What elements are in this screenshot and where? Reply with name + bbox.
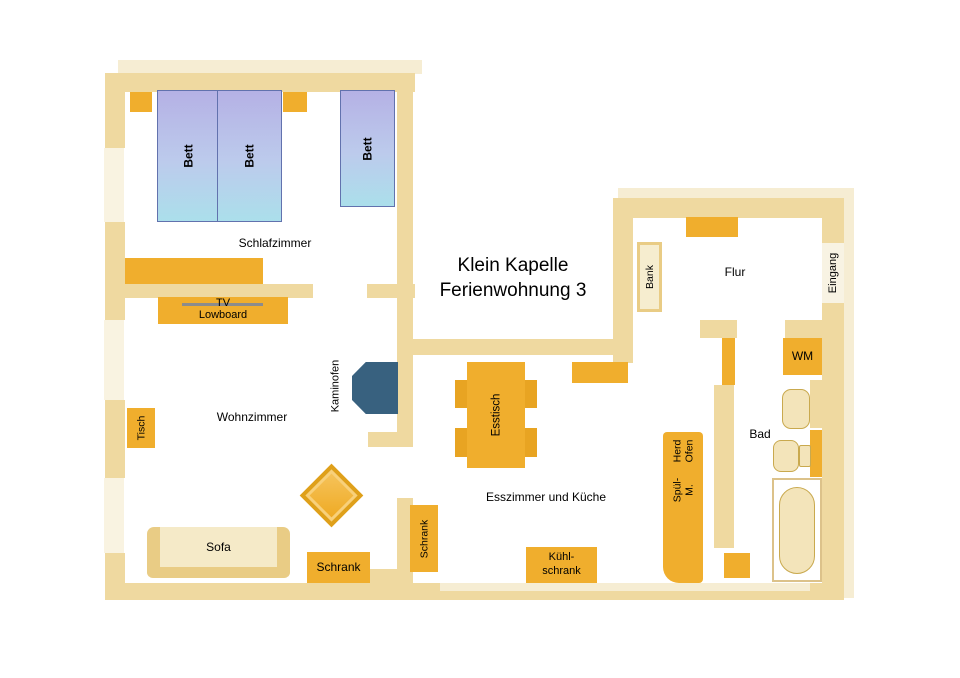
sofa-label: Sofa [206,540,231,554]
bathtub-enclosure [772,478,822,582]
nightstand-2 [283,92,307,112]
wall-right-above-entrance [822,198,844,243]
oven-label: Ofen [682,439,695,463]
wood-stove [352,362,398,414]
sink-base [799,445,811,467]
wall-outer-strip-top [118,60,422,74]
toilet-backwall [810,380,822,428]
wall-divider-bedroom [105,284,313,298]
bench: Bank [637,242,662,312]
sink [773,440,799,472]
fridge: Kühl- schrank [526,547,597,583]
bed-2-label: Bett [242,144,257,168]
bench-label: Bank [643,265,656,289]
wall-kitchen-top [398,339,633,355]
room-label-schlafzimmer: Schlafzimmer [238,236,312,250]
bed-3-label: Bett [360,136,375,161]
wood-stove-label: Kaminofen [329,359,341,413]
window-left-2 [104,320,124,400]
dining-table: Esstisch [467,362,525,468]
wall-outer-strip-right [844,192,854,598]
room-label-esszimmer: Esszimmer und Küche [485,490,607,504]
armchair [299,463,364,528]
bed-3: Bett [340,90,395,207]
fridge-label-line2: schrank [542,565,581,577]
bed-2: Bett [217,90,282,222]
doormat-flur [686,217,738,237]
wall-flur-top [613,198,842,218]
room-label-flur: Flur [724,265,746,279]
side-table: Tisch [127,408,155,448]
cabinet-livingroom: Schrank [307,552,370,583]
door-leaf-bad-bottom [724,553,750,578]
room-label-bad: Bad [749,427,771,441]
cabinet-kitchen-label: Schrank [418,519,430,558]
wall-right-below-entrance [822,303,844,583]
fridge-label-line1: Kühl- [548,551,575,563]
wall-flur-left [613,198,633,363]
tv-label: TV [215,297,231,309]
plan-title: Klein Kapelle Ferienwohnung 3 [403,253,623,303]
wall-doorframe-lower [368,569,397,584]
room-label-wohnzimmer: Wohnzimmer [216,410,288,424]
sink-counter [810,430,822,477]
plan-title-line2: Ferienwohnung 3 [439,280,587,301]
kitchen-counter: Herd Ofen Spül- M. [663,432,703,583]
stove-label: Herd [670,439,683,463]
dishwasher-label-wrap: Spül- M. [663,470,703,510]
wall-flur-bottom-right [785,320,822,338]
toilet [782,389,810,429]
bed-1: Bett [157,90,220,222]
wall-top [105,73,415,92]
nightstand-1 [130,92,152,112]
chair-3 [524,380,537,408]
bed-1-label: Bett [181,144,196,168]
window-strip-bottom-kitchen [440,583,810,591]
chair-4 [524,428,537,457]
stove-oven-label: Herd Ofen [671,440,695,463]
tv-lowboard: TV Lowboard [158,297,288,324]
side-table-label: Tisch [134,415,147,441]
door-leaf-bad [722,338,735,385]
wall-doorframe-upper [368,432,397,447]
dining-table-label: Esstisch [489,393,502,437]
wall-right-lower [397,498,413,583]
wall-bad-left [714,385,734,548]
dishwasher-label-line1: Spül- [670,477,683,503]
wood-stove-label-wrap: Kaminofen [326,348,344,424]
bathtub [779,487,815,574]
window-left-3 [104,478,124,553]
wall-right-upper [397,92,413,447]
dishwasher-label-line2: M. [682,484,695,496]
entrance-door-opening: Eingang [822,243,844,303]
window-left-1 [104,148,124,222]
chair-2 [455,428,468,457]
sideboard-kitchen [572,362,628,383]
wall-left-3 [105,400,125,478]
wall-outer-strip-flur-top [618,188,854,198]
wall-left-1 [105,92,125,148]
tv-line [182,303,263,306]
wall-flur-bottom-mid [700,320,737,338]
washing-machine: WM [783,338,822,375]
sofa: Sofa [147,527,290,578]
dishwasher-label: Spül- M. [671,478,695,503]
entrance-label: Eingang [827,252,839,294]
plan-title-line1: Klein Kapelle [457,255,569,276]
sideboard-bedroom [125,258,263,284]
wall-left-2 [105,222,125,320]
chair-1 [455,380,468,408]
cabinet-kitchen: Schrank [410,505,438,572]
lowboard-label: Lowboard [198,309,248,321]
